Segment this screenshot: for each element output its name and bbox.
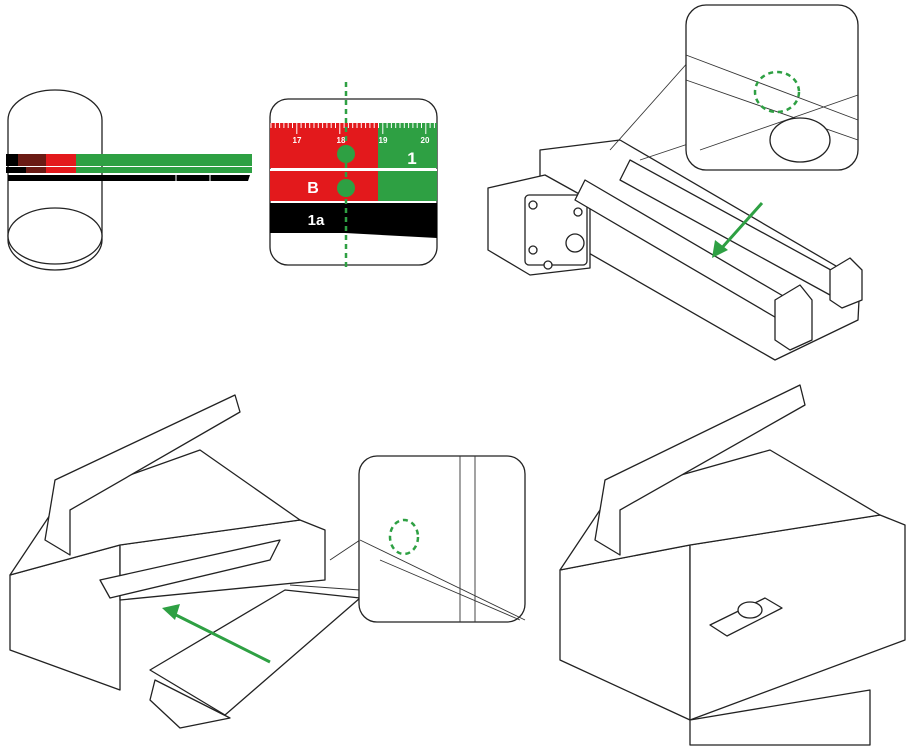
ruler-zoom-inset: 17 18 19 20 1 B 1a — [269, 82, 440, 268]
zone-label-1: 1 — [407, 149, 416, 168]
ruler-tick-19: 19 — [379, 136, 388, 145]
laser-machine-with-rotary — [559, 384, 906, 746]
direction-arrow — [718, 202, 764, 251]
zone-label-b: B — [307, 180, 319, 197]
highlight-circle — [753, 70, 801, 114]
zone-label-1a: 1a — [308, 212, 325, 229]
highlight-circle — [388, 518, 420, 556]
insert-arrow — [169, 610, 271, 664]
rotary-attachment — [487, 4, 863, 361]
ruler-tick-18: 18 — [337, 136, 346, 145]
alignment-dot — [337, 145, 355, 163]
ruler-tick-17: 17 — [293, 136, 302, 145]
alignment-dot — [337, 179, 355, 197]
ruler-black-band — [8, 175, 250, 181]
laser-machine-with-tray — [9, 394, 526, 729]
tray-detail-inset — [358, 455, 526, 623]
ruler-tick-20: 20 — [421, 136, 430, 145]
cylinder-with-ruler — [6, 89, 252, 271]
